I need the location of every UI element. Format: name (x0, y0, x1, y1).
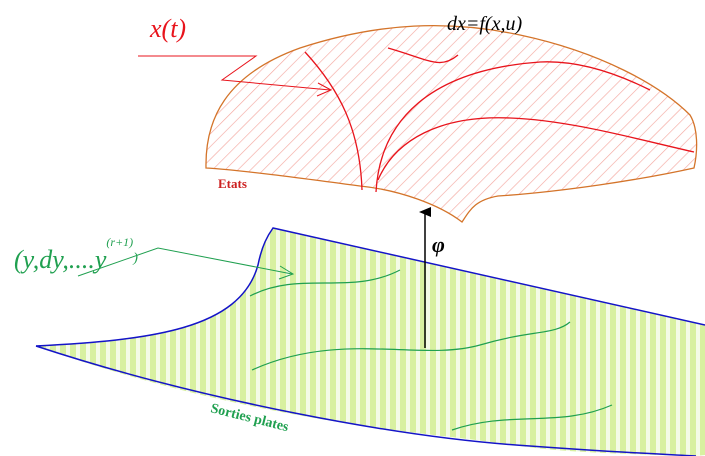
flat-output-label: (y,dy,....y(r+1)) (14, 235, 138, 274)
states-caption: Etats (218, 176, 247, 191)
flat-output-sup: (r+1) (106, 235, 133, 249)
flat-output-close: ) (132, 251, 138, 266)
phi-map: φ (419, 207, 445, 348)
flat-trajectory-2 (251, 321, 571, 371)
phi-label: φ (432, 232, 445, 257)
flat-surface-outline (35, 227, 705, 347)
flat-output-pointer (77, 247, 293, 277)
state-trajectory-2 (387, 47, 459, 64)
state-trajectory-3 (375, 61, 651, 193)
flat-trajectory-3 (451, 404, 613, 431)
state-trajectory-1 (304, 51, 363, 191)
flat-surface-outline-bottom (35, 345, 697, 456)
flat-trajectory-1 (249, 269, 401, 297)
state-surface-shape (205, 25, 698, 223)
state-trajectory-4 (377, 117, 695, 181)
state-label: x(t) (149, 14, 186, 43)
flat-output-base: (y,dy,....y (14, 245, 107, 274)
flat-output-pointer-head (278, 265, 295, 280)
state-surface: x(t) dx=f(x,u) Etats (138, 13, 698, 223)
state-pointer-head (316, 82, 333, 97)
flat-surface-fill (36, 228, 705, 456)
state-pointer (138, 55, 331, 91)
flat-output-surface: (y,dy,....y(r+1)) Sorties plates (14, 227, 705, 456)
dynamics-label: dx=f(x,u) (447, 13, 522, 35)
